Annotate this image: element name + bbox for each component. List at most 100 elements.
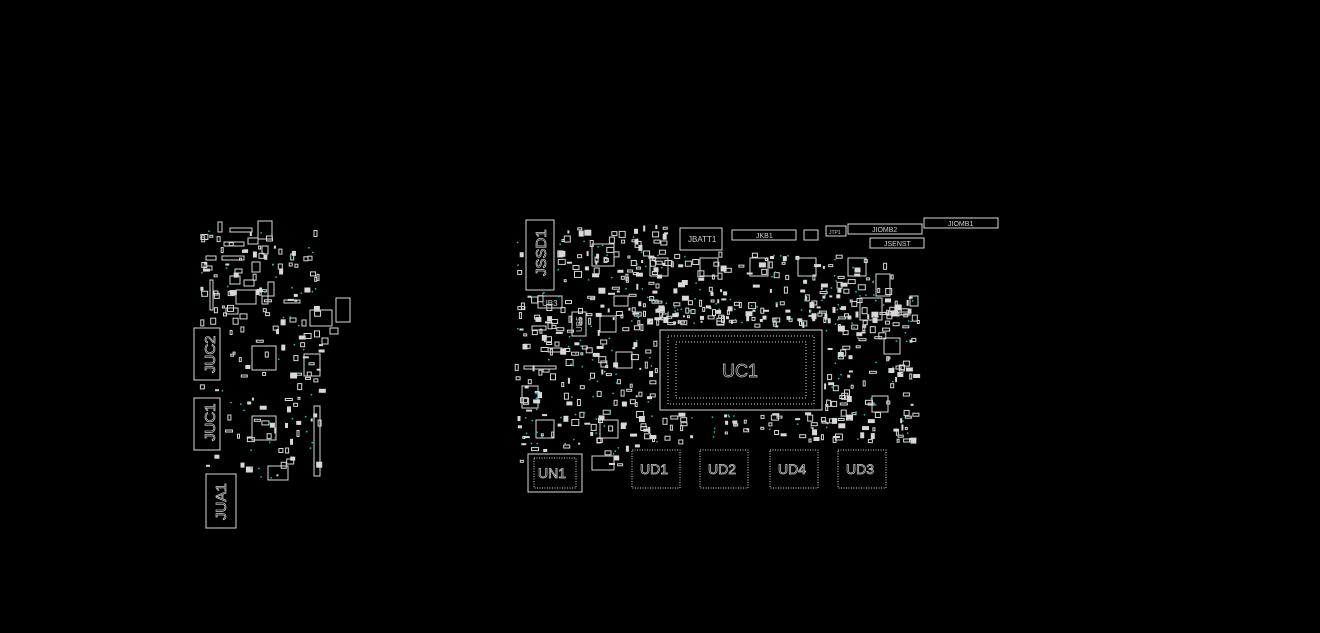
juc2-connector[interactable] [193,327,221,381]
via [289,316,292,318]
smd-part [620,275,625,280]
smd-part [851,412,857,416]
smd-part [803,279,808,284]
smd-part [220,247,224,254]
via [226,285,229,288]
smd-part [883,262,888,270]
jtp1-connector[interactable] [825,225,847,237]
jssd1-connector[interactable] [525,219,555,291]
smd-part [239,313,248,320]
smd-part [541,334,547,341]
smd-part [869,326,876,334]
jbatt1-connector[interactable] [679,227,723,251]
smd-part [229,330,233,335]
smd-part [906,299,909,306]
smd-part [717,299,720,304]
smd-part [240,374,248,378]
via [602,344,604,347]
jiomb2-connector[interactable] [847,223,923,235]
via [837,377,840,380]
via [656,440,658,443]
smd-part [680,422,688,427]
smd-part [597,329,600,336]
via [874,404,877,406]
via [734,318,737,321]
via [831,386,833,389]
jsenst-label: JSENST [884,241,912,248]
via [836,287,839,290]
smd-part [772,413,780,416]
via [270,477,272,479]
smd-part [276,474,279,477]
smd-part [626,388,633,392]
via [910,320,912,323]
ud3-chip[interactable]: UD3 [837,449,887,489]
via [207,254,210,257]
smd-part [851,300,858,307]
smd-part [862,426,869,431]
ud4-chip[interactable]: UD4 [769,449,819,489]
smd-part [648,255,655,259]
smd-part [550,373,556,381]
smd-part [680,417,688,423]
smd-part [763,309,769,312]
smd-part [770,256,774,259]
smd-part [209,234,214,238]
smd-part [602,409,611,415]
smd-part [662,233,667,240]
uc1-cpu[interactable]: UC1 [659,329,823,411]
smd-part [554,341,560,347]
smd-part [810,422,818,427]
jtp1-label: JTP1 [829,230,841,236]
jkb1-connector[interactable] [731,229,797,241]
ud2-label: UD2 [708,461,736,477]
smd-part [648,427,651,433]
smd-part [633,325,640,331]
smd-part [900,308,909,316]
smd-part [826,422,829,425]
smd-part [837,287,842,293]
via [665,302,668,305]
smd-part [518,312,522,319]
smd-part [574,342,580,346]
smd-part [584,229,592,236]
via [201,293,204,296]
smd-part [314,330,320,338]
ud1-chip[interactable]: UD1 [631,449,681,489]
smd-part [827,374,833,381]
jua1-connector[interactable] [205,473,237,529]
smd-part [302,356,309,359]
smd-part [213,307,218,314]
juc1-connector[interactable] [193,397,221,451]
smd-part [812,274,816,281]
un1-chip[interactable]: UN1 [527,453,583,493]
via [646,296,649,299]
smd-part [214,454,220,459]
jsenst-connector[interactable] [869,237,925,249]
smd-part [234,268,243,274]
via [614,450,617,453]
small-components [199,225,921,477]
smd-part [748,302,757,310]
smd-part [572,265,580,270]
smd-part [911,314,918,322]
smd-part [848,355,853,360]
via [852,266,854,269]
smd-part [785,274,790,280]
via [304,336,307,339]
smd-part [699,299,703,307]
via [803,299,806,301]
smd-part [586,251,589,257]
smd-part [662,226,668,230]
via [579,339,582,342]
smd-part [265,312,271,317]
jiomb1-connector[interactable] [923,217,999,229]
smd-part [674,253,681,259]
smd-part [586,313,593,317]
smd-part [620,424,626,429]
smd-part [909,339,913,343]
ud2-chip[interactable]: UD2 [699,449,749,489]
smd-part [854,267,861,273]
via [595,418,598,421]
smd-part [618,230,626,238]
